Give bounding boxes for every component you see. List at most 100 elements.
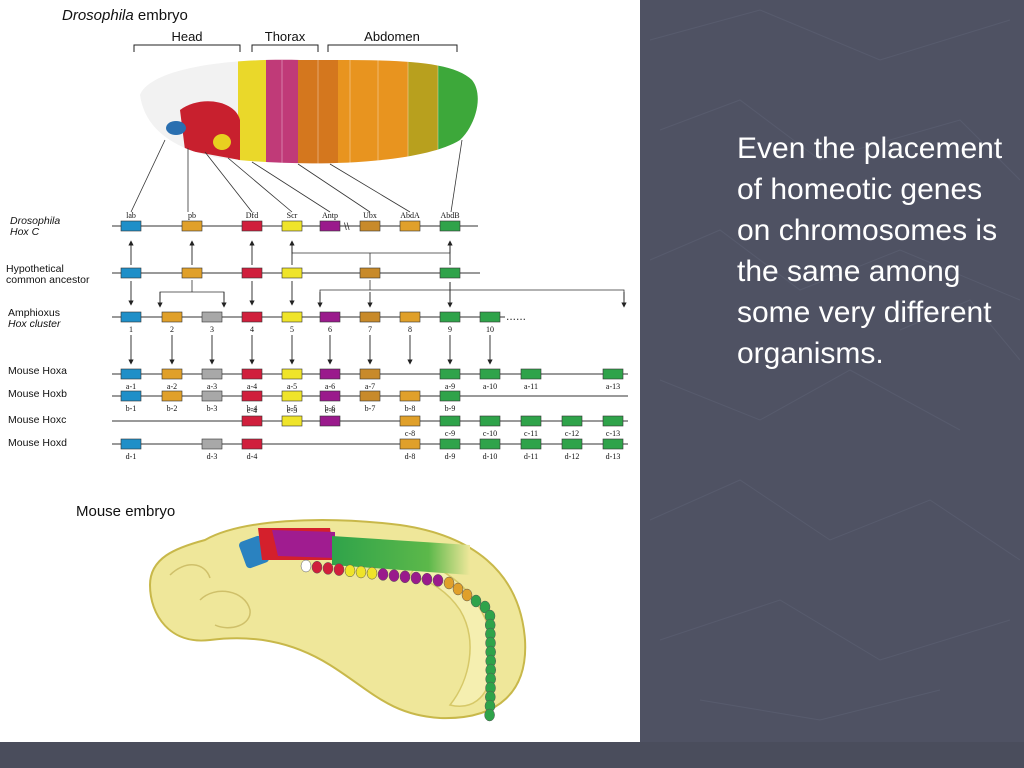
gene-box-rect [439,220,461,232]
gene-box: Dfd [241,211,263,232]
gene-box-rect [161,390,183,402]
gene-label: d-4 [247,452,258,461]
gene-label: c-8 [405,429,415,438]
gene-box: b-1 [120,390,142,413]
somite [322,562,334,575]
gene-box: 10 [479,311,501,334]
row-label-mouse-hoxd: Mouse Hoxd [8,437,67,449]
somite [333,563,345,576]
gene-box-rect [120,438,142,450]
gene-box: c-8 [399,415,421,438]
drosophila-title-italic: Drosophila [62,7,134,24]
gene-box: a-7 [359,368,381,391]
gene-box: d-8 [399,438,421,461]
gene-box-rect [319,311,341,323]
gene-box-rect [319,390,341,402]
gene-box-rect [359,368,381,380]
ancestor-gene-box [359,267,381,279]
gene-label: 5 [290,325,294,334]
gene-label: b-3 [207,404,218,413]
gene-box-rect [161,368,183,380]
gene-label: b-8 [405,404,416,413]
gene-label: Scr [287,211,298,220]
gene-box-rect [281,311,303,323]
gene-box-rect [241,390,263,402]
gene-box-rect [201,390,223,402]
ancestor-gene-box [181,267,203,279]
gene-box: AbdA [399,211,421,232]
gene-label: c-10 [483,429,497,438]
gene-box: d-9 [439,438,461,461]
gene-box: AbdB [439,211,461,232]
somite [355,565,367,579]
gene-label: b-6 [325,404,336,413]
gene-label: d-10 [483,452,498,461]
gene-box: d-3 [201,438,223,461]
gene-label: 10 [486,325,494,334]
gene-label: b-1 [126,404,137,413]
gene-box: 2 [161,311,183,334]
somite [461,588,473,602]
gene-label: 3 [210,325,214,334]
gene-box-rect [439,438,461,450]
gene-box: a-2 [161,368,183,391]
gene-box-rect [520,438,542,450]
gene-label: d-3 [207,452,218,461]
gene-label: c-4 [247,406,257,415]
gene-box: a-4 [241,368,263,391]
somite [443,576,455,590]
gene-box-rect [281,368,303,380]
ancestor-gene-box [281,267,303,279]
gene-box-rect [241,438,263,450]
gene-label: Dfd [246,211,258,220]
gene-box: Scr [281,211,303,232]
gene-box-rect [479,438,501,450]
gene-box-rect [120,390,142,402]
gene-box-rect [120,368,142,380]
row-label-hypothetical: Hypothetical [6,263,64,275]
row-label-drosophila-hoxc: Drosophila Hox C [10,215,63,238]
gene-box-rect [399,311,421,323]
segment-label-abdomen: Abdomen [364,29,420,44]
gene-label: a-9 [445,382,455,391]
drosophila-title-rest: embryo [134,7,188,24]
gene-box-rect [439,390,461,402]
somite [470,594,482,608]
segment-label-head: Head [171,29,202,44]
gene-box-rect [281,220,303,232]
gene-box-rect [201,311,223,323]
gene-box: a-11 [520,368,542,391]
row-label-amphioxus-name: Amphioxus [8,307,60,319]
gene-label: AbdB [440,211,459,220]
gene-box-rect [241,220,263,232]
gene-label: 8 [408,325,412,334]
drosophila-embryo-illustration [140,59,478,164]
gene-box-rect [561,415,583,427]
gene-box: a-3 [201,368,223,391]
gene-box-rect [479,368,501,380]
gene-box: b-3 [201,390,223,413]
somite [311,560,323,574]
slide-caption: Even the placement of homeotic genes on … [737,132,1003,370]
gene-label: c-12 [565,429,579,438]
gene-box: 6 [319,311,341,334]
gene-box: a-10 [479,368,501,391]
gene-box: d-13 [602,438,624,461]
gene-box: a-5 [281,368,303,391]
gene-label: a-7 [365,382,375,391]
gene-box: 9 [439,311,461,334]
gene-box-rect [520,368,542,380]
somite [432,574,444,587]
gene-box-rect [399,438,421,450]
gene-label: 1 [129,325,133,334]
somite [452,582,464,596]
gene-label: a-1 [126,382,136,391]
embryo-to-gene-lines [130,139,463,213]
gene-box-rect [241,311,263,323]
gene-box-rect [479,415,501,427]
gene-label: pb [188,211,196,220]
gene-label: b-4 [247,404,258,413]
gene-label: 9 [448,325,452,334]
gene-box: c-5 [281,406,303,427]
